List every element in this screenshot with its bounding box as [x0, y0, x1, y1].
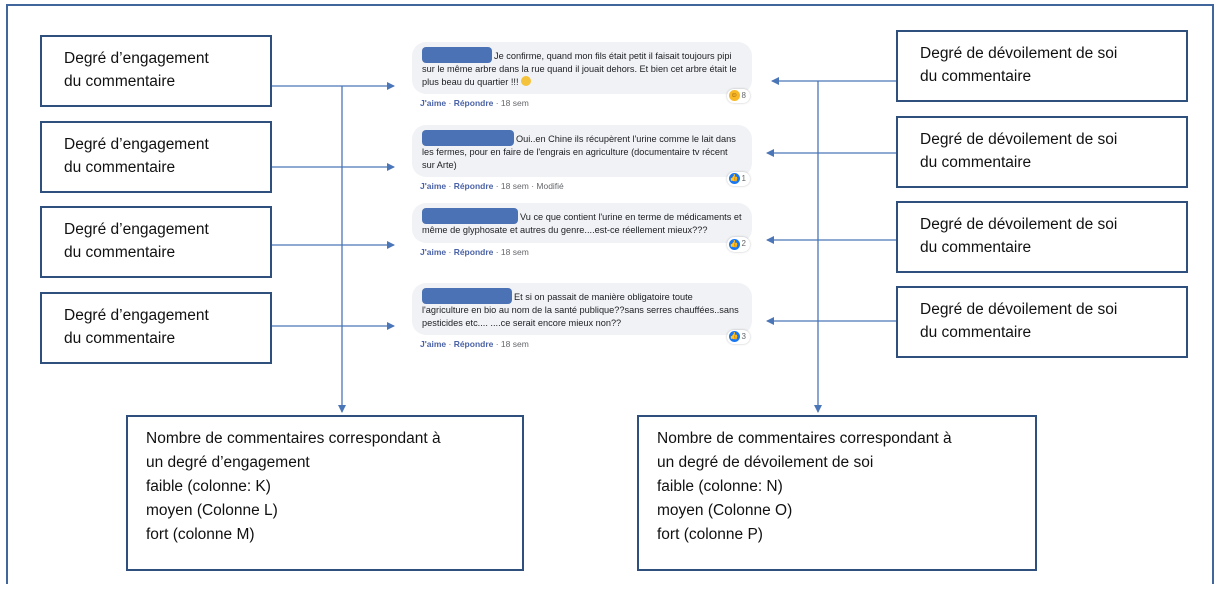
like-reaction-icon: 👍: [728, 238, 740, 250]
engagement-label-line2: du commentaire: [64, 330, 176, 347]
comment-time: · 18 sem: [495, 181, 529, 191]
reaction-badge[interactable]: 👍 1: [726, 171, 750, 186]
reaction-count: 2: [741, 239, 746, 248]
summary-line: faible (colonne: N): [657, 478, 783, 495]
redacted-author-name: [422, 130, 514, 146]
disclosure-label-box: Degré de dévoilement de soi du commentai…: [896, 116, 1188, 188]
engagement-label-line2: du commentaire: [64, 244, 176, 261]
redacted-author-name: [422, 47, 492, 63]
comment-time: · 18 sem: [495, 98, 529, 108]
redacted-author-name: [422, 288, 512, 304]
reply-link[interactable]: Répondre: [453, 98, 494, 108]
disclosure-label-line2: du commentaire: [920, 68, 1032, 85]
comment-text-first: Je confirme, quand mon fils était petit …: [494, 51, 715, 61]
comment-bubble: Et si on passait de manière obligatoire …: [412, 283, 752, 344]
summary-line: un degré d’engagement: [146, 454, 310, 471]
summary-line: Nombre de commentaires correspondant à: [146, 430, 441, 447]
like-link[interactable]: J'aime: [420, 181, 447, 191]
summary-line: un degré de dévoilement de soi: [657, 454, 874, 471]
comment-bubble: Vu ce que contient l'urine en terme de m…: [412, 203, 752, 252]
like-link[interactable]: J'aime: [420, 98, 447, 108]
comment-actions: J'aime · Répondre · 18 sem: [420, 98, 529, 108]
reply-link[interactable]: Répondre: [453, 181, 494, 191]
reaction-count: 3: [741, 331, 746, 341]
comment-time: · 18 sem: [495, 246, 529, 257]
comment-text-first: Vu ce que contient l'urine en terme de: [520, 212, 675, 222]
reply-link[interactable]: Répondre: [453, 339, 494, 349]
reaction-badge[interactable]: 👍 2: [726, 237, 750, 252]
comment-bubble: Je confirme, quand mon fils était petit …: [412, 42, 752, 103]
redacted-author-name: [422, 208, 518, 224]
disclosure-label-line1: Degré de dévoilement de soi: [920, 301, 1118, 318]
comment: Je confirme, quand mon fils était petit …: [412, 42, 752, 108]
comment: Vu ce que contient l'urine en terme de m…: [412, 203, 752, 257]
reaction-badge[interactable]: ☺ 8: [726, 88, 750, 103]
comment-text: pipi sur le même arbre dans la rue quand…: [422, 51, 737, 87]
comment-edited: · Modifié: [531, 181, 564, 191]
engagement-label-line1: Degré d’engagement: [64, 307, 209, 324]
summary-line: fort (colonne M): [146, 526, 255, 543]
disclosure-label-box: Degré de dévoilement de soi du commentai…: [896, 30, 1188, 102]
reaction-badge[interactable]: 👍 3: [726, 329, 750, 344]
reply-link[interactable]: Répondre: [453, 246, 494, 257]
comment-actions: J'aime · Répondre · 18 sem · Modifié: [420, 181, 564, 191]
comment-text: médicaments et même de glyphosate et aut…: [422, 212, 742, 235]
engagement-label-box: Degré d’engagement du commentaire: [40, 35, 272, 107]
comment-actions: J'aime · Répondre · 18 sem: [420, 339, 529, 349]
engagement-label-line1: Degré d’engagement: [64, 50, 209, 67]
disclosure-label-box: Degré de dévoilement de soi du commentai…: [896, 201, 1188, 273]
engagement-label-line1: Degré d’engagement: [64, 221, 209, 238]
engagement-label-line1: Degré d’engagement: [64, 136, 209, 153]
engagement-summary-box: Nombre de commentaires correspondant à u…: [126, 415, 524, 571]
disclosure-label-line1: Degré de dévoilement de soi: [920, 131, 1118, 148]
disclosure-label-box: Degré de dévoilement de soi du commentai…: [896, 286, 1188, 358]
summary-line: Nombre de commentaires correspondant à: [657, 430, 952, 447]
summary-line: moyen (Colonne L): [146, 502, 278, 519]
summary-line: faible (colonne: K): [146, 478, 271, 495]
like-reaction-icon: 👍: [728, 173, 740, 185]
comment: Oui..en Chine ils récupèrent l'urine com…: [412, 125, 752, 191]
disclosure-label-line2: du commentaire: [920, 239, 1032, 256]
like-reaction-icon: 👍: [728, 331, 740, 343]
summary-line: fort (colonne P): [657, 526, 763, 543]
comment-bubble: Oui..en Chine ils récupèrent l'urine com…: [412, 125, 752, 186]
disclosure-summary-box: Nombre de commentaires correspondant à u…: [637, 415, 1037, 571]
engagement-label-line2: du commentaire: [64, 159, 176, 176]
comment-time: · 18 sem: [495, 339, 529, 349]
disclosure-label-line2: du commentaire: [920, 154, 1032, 171]
haha-reaction-icon: ☺: [728, 90, 740, 102]
engagement-label-box: Degré d’engagement du commentaire: [40, 206, 272, 278]
like-link[interactable]: J'aime: [420, 246, 447, 257]
engagement-label-box: Degré d’engagement du commentaire: [40, 292, 272, 364]
comment-text-first: Et si on passait de manière obligatoire …: [514, 292, 693, 302]
laughing-emoji-icon: [521, 75, 532, 86]
comment-text: lait dans les fermes, pour en faire de l…: [422, 134, 736, 170]
disclosure-label-line1: Degré de dévoilement de soi: [920, 45, 1118, 62]
comment-text: l'agriculture en bio au nom de la santé …: [422, 305, 739, 328]
engagement-label-box: Degré d’engagement du commentaire: [40, 121, 272, 193]
engagement-label-line2: du commentaire: [64, 73, 176, 90]
disclosure-label-line1: Degré de dévoilement de soi: [920, 216, 1118, 233]
diagram-frame: [6, 4, 1214, 584]
comment: Et si on passait de manière obligatoire …: [412, 283, 752, 349]
summary-line: moyen (Colonne O): [657, 502, 793, 519]
reaction-count: 8: [741, 90, 746, 100]
comment-text-first: Oui..en Chine ils récupèrent l'urine com…: [516, 134, 700, 144]
like-link[interactable]: J'aime: [420, 339, 447, 349]
reaction-count: 1: [741, 173, 746, 183]
comment-actions: J'aime · Répondre · 18 sem: [420, 246, 529, 257]
disclosure-label-line2: du commentaire: [920, 324, 1032, 341]
